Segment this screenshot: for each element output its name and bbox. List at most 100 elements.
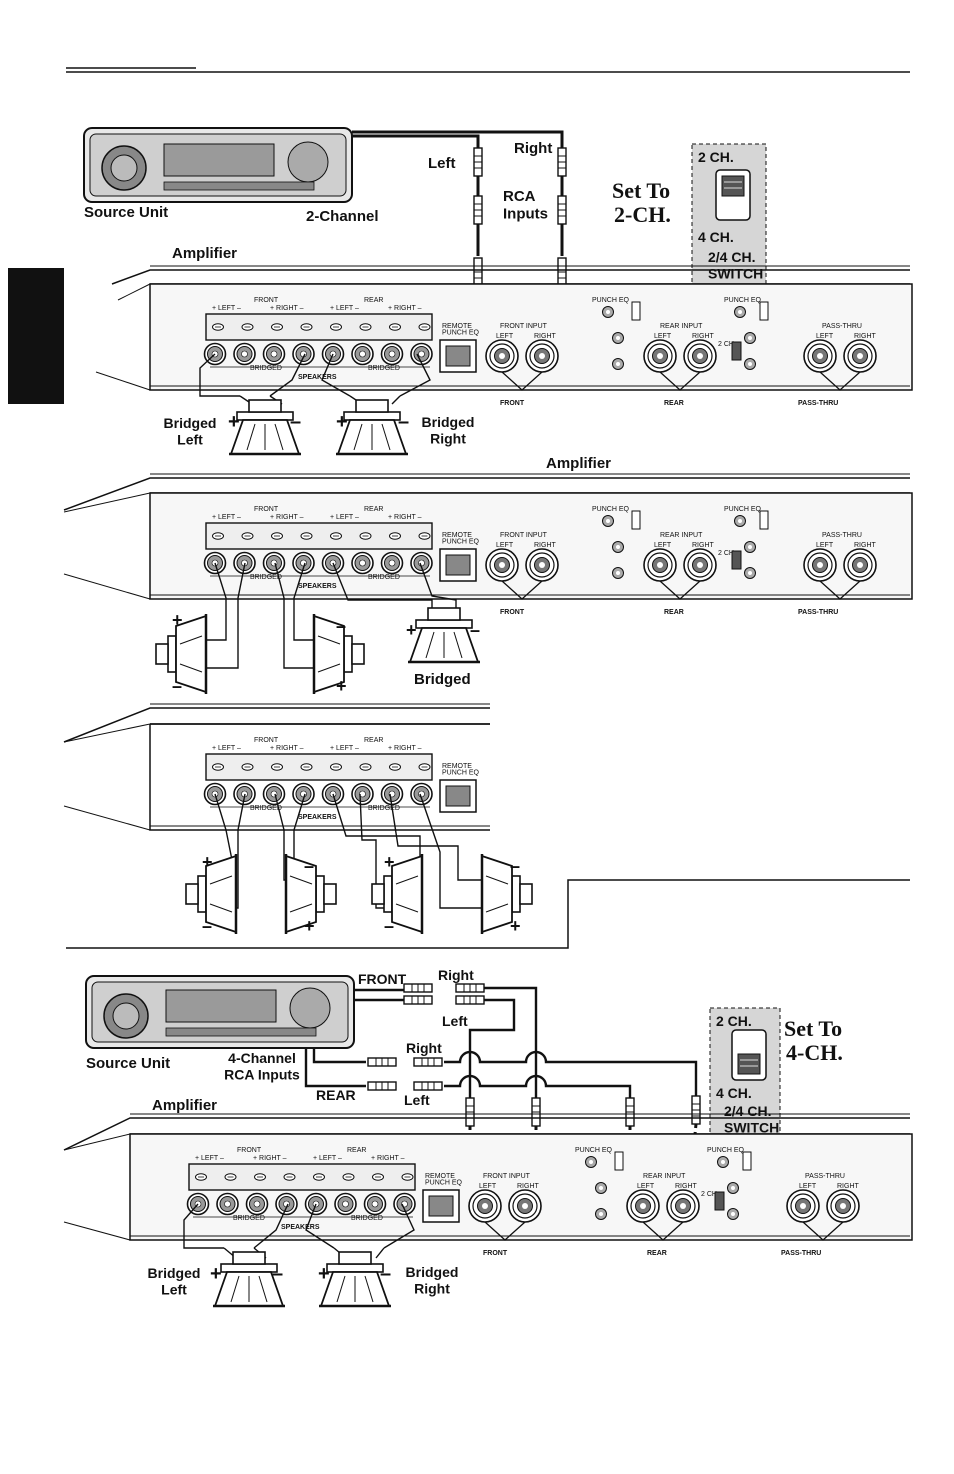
- switch-name-label-4: 2/4 CH.SWITCH: [724, 1103, 779, 1136]
- source-unit-label-1: Source Unit: [84, 204, 168, 221]
- rear-input-label: REAR INPUT: [660, 532, 703, 539]
- terminal-screw: [389, 532, 401, 540]
- terminal-screw: [241, 532, 254, 540]
- remote-port-jack: [445, 785, 471, 807]
- terminal-screw: [313, 1173, 325, 1181]
- terminal-screw: [271, 323, 283, 331]
- rear-left-speaker-3: [370, 852, 424, 936]
- terminal-screw: [372, 1173, 384, 1181]
- set-value-label-4: 4-CH.: [786, 1040, 843, 1065]
- front-input-label: FRONT INPUT: [500, 532, 548, 539]
- switch-2ch-label-1: 2 CH.: [698, 149, 734, 165]
- rear-freq-knob: [744, 541, 756, 553]
- front-channel-header: FRONT: [254, 506, 279, 513]
- rear-right-speaker-3: [480, 852, 534, 936]
- speaker-post: [245, 1192, 269, 1216]
- speaker-post: [216, 1192, 239, 1216]
- terminal-screw: [330, 532, 342, 540]
- bridged-label-2: Bridged: [414, 671, 471, 688]
- minus-sign: –: [304, 856, 314, 876]
- bridged-front-label: BRIDGED: [233, 1215, 265, 1222]
- terminal-screw: [359, 532, 372, 540]
- bridged-rear-label: BRIDGED: [368, 365, 400, 372]
- speakers-label: SPEAKERS: [298, 374, 337, 381]
- front-freq-knob: [595, 1182, 607, 1194]
- speaker-post: [363, 1192, 387, 1216]
- front-in-right-label: RIGHT: [534, 333, 557, 340]
- pass-in-left-label: LEFT: [816, 333, 834, 340]
- terminal-screw: [212, 763, 224, 771]
- front-in-left-label: LEFT: [496, 333, 514, 340]
- rear-right-polarity: + RIGHT –: [388, 305, 422, 312]
- speaker-post: [262, 782, 286, 806]
- speaker-post: [410, 342, 433, 366]
- minus-sign: –: [290, 411, 301, 433]
- front-in-left-label: LEFT: [496, 542, 514, 549]
- minus-sign: –: [510, 856, 520, 876]
- rear-left-jack: [643, 339, 677, 373]
- small-mode-switch: [731, 550, 742, 570]
- terminal-screw: [254, 1173, 266, 1181]
- rear-left-jack: [643, 548, 677, 582]
- group-brace: [484, 1221, 526, 1241]
- speaker-post: [393, 1192, 416, 1216]
- rear-channel-header: REAR: [364, 737, 383, 744]
- plus-sign: +: [336, 676, 347, 696]
- front-punch-eq-label: PUNCH EQ: [575, 1147, 613, 1154]
- source-unit-head-1: [83, 127, 353, 203]
- inset-frame-3: [66, 879, 910, 949]
- front-punch-eq-label: PUNCH EQ: [592, 506, 630, 513]
- front-cable-label-4: FRONT: [358, 971, 407, 987]
- rear-input-label: REAR INPUT: [643, 1173, 686, 1180]
- rear-right-polarity: + RIGHT –: [388, 745, 422, 752]
- front-in-right-label: RIGHT: [517, 1183, 540, 1190]
- rear-freq-knob: [744, 332, 756, 344]
- front-left-polarity: + LEFT –: [212, 745, 241, 752]
- front-gain-knob: [612, 358, 624, 370]
- front-freq-knob: [612, 332, 624, 344]
- front-punch-knob: [602, 306, 614, 318]
- group-brace: [802, 1221, 844, 1241]
- front-eq-switch: [614, 1151, 624, 1171]
- terminal-screw: [418, 763, 431, 771]
- speakers-label: SPEAKERS: [298, 814, 337, 821]
- group-pass-thru-label: PASS-THRU: [798, 609, 838, 616]
- rear-gain-knob: [744, 358, 756, 370]
- bridged-rear-label: BRIDGED: [368, 574, 400, 581]
- group-rear-label: REAR: [664, 609, 684, 616]
- plus-sign: +: [210, 1263, 222, 1285]
- terminal-screw: [342, 1173, 355, 1181]
- front-freq-knob: [612, 541, 624, 553]
- group-pass-thru-label: PASS-THRU: [781, 1250, 821, 1257]
- speaker-post: [380, 782, 404, 806]
- rear-left-label-4: Left: [404, 1092, 430, 1108]
- amplifier-body-3: [63, 703, 490, 831]
- source-unit-head-4: [85, 975, 355, 1049]
- rear-in-left-label: LEFT: [637, 1183, 655, 1190]
- speaker-post: [380, 342, 404, 366]
- amplifier-body-1: [95, 265, 913, 391]
- pass-left-jack: [786, 1189, 820, 1223]
- speaker-post: [292, 342, 315, 366]
- amplifier-label-4: Amplifier: [152, 1097, 217, 1114]
- terminal-screw: [359, 763, 372, 771]
- front-in-left-label: LEFT: [479, 1183, 497, 1190]
- remote-port-jack: [445, 345, 471, 367]
- front-right-polarity: + RIGHT –: [270, 745, 304, 752]
- rear-right-jack: [683, 339, 717, 373]
- group-rear-label: REAR: [647, 1250, 667, 1257]
- rear-freq-knob: [727, 1182, 739, 1194]
- set-value-label-1: 2-CH.: [614, 202, 671, 227]
- terminal-screw: [241, 323, 254, 331]
- plus-sign: +: [202, 852, 213, 872]
- group-brace: [659, 580, 701, 600]
- rear-right-polarity: + RIGHT –: [388, 514, 422, 521]
- terminal-screw: [418, 323, 431, 331]
- pass-left-jack: [803, 339, 837, 373]
